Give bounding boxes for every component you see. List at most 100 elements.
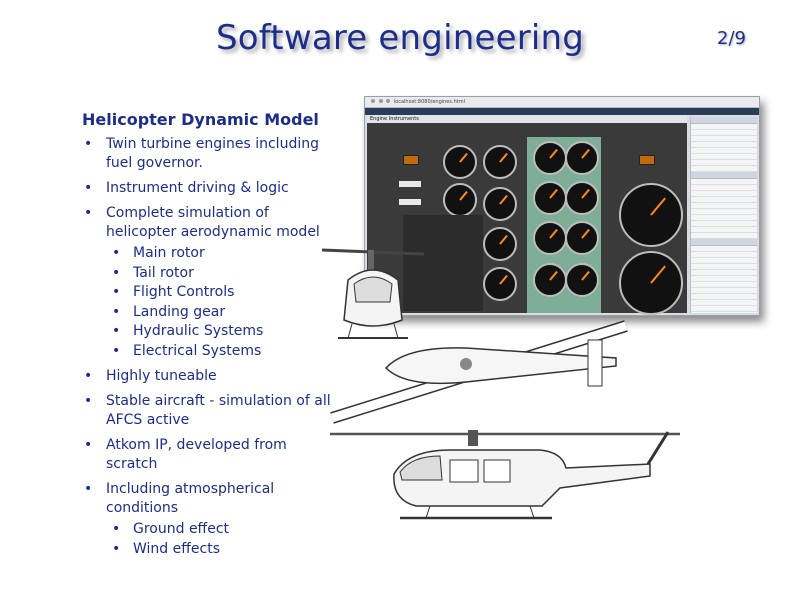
switch-grid (403, 215, 483, 311)
gauge-icon (443, 183, 477, 217)
bullet-text: Twin turbine engines including fuel gove… (106, 136, 319, 171)
sub-bullet-item: Main rotor (106, 244, 342, 264)
bullet-item: Instrument driving & logic (82, 179, 342, 198)
section-subtitle: Helicopter Dynamic Model (82, 110, 319, 129)
gauge-icon (483, 145, 517, 179)
bullet-text: Stable aircraft - simulation of all AFCS… (106, 393, 331, 428)
sidebar-row (691, 270, 757, 276)
instrument-app-screenshot: localhost:8080/engines.html Engine Instr… (364, 96, 760, 316)
sidebar-row (691, 215, 757, 221)
sidebar-row (691, 258, 757, 264)
bullet-item: Complete simulation of helicopter aerody… (82, 204, 342, 361)
sidebar-row (691, 124, 757, 130)
sidebar-row (691, 172, 757, 179)
bullet-text: Including atmospherical conditions (106, 481, 275, 516)
slide-title: Software engineering (215, 18, 585, 58)
engine-gauge-strip (527, 137, 601, 313)
bullet-text: Instrument driving & logic (106, 180, 289, 196)
bullet-text: Highly tuneable (106, 368, 217, 384)
tail-fin (587, 339, 603, 387)
sidebar-row (691, 294, 757, 300)
gauge-icon (443, 145, 477, 179)
helicopter-side-view-drawing (330, 430, 680, 520)
gauge-icon (533, 221, 567, 255)
sidebar-row (691, 197, 757, 203)
sidebar-row (691, 209, 757, 215)
gauge-icon (565, 181, 599, 215)
sub-bullet-item: Hydraulic Systems (106, 322, 342, 342)
gauge-icon (483, 187, 517, 221)
cockpit-window (399, 455, 443, 481)
warning-light (403, 155, 419, 165)
sub-bullet-item: Landing gear (106, 303, 342, 323)
bullet-text: Atkom IP, developed from scratch (106, 437, 287, 472)
bullet-item: Stable aircraft - simulation of all AFCS… (82, 392, 342, 430)
cabin-door (449, 459, 479, 483)
sidebar-row (691, 227, 757, 233)
gauge-icon (483, 267, 517, 301)
sidebar-row (691, 288, 757, 294)
sidebar-row (691, 252, 757, 258)
sidebar-row (691, 203, 757, 209)
sidebar-row (691, 117, 757, 124)
sidebar-row (691, 282, 757, 288)
rotor-hub (460, 358, 472, 370)
sidebar-row (691, 276, 757, 282)
helicopter-top-view-drawing (330, 320, 628, 424)
sidebar-row (691, 239, 757, 246)
sidebar-row (691, 166, 757, 172)
indicator-bar (399, 181, 421, 187)
gauge-icon (533, 141, 567, 175)
sidebar-row (691, 154, 757, 160)
sidebar-row (691, 221, 757, 227)
sidebar-row (691, 130, 757, 136)
browser-dot-icon (386, 99, 391, 103)
gauge-icon (565, 141, 599, 175)
skid-strut (529, 505, 535, 519)
page-number: 2/9 (717, 28, 746, 49)
browser-dot-icon (378, 99, 383, 103)
sidebar-row (691, 142, 757, 148)
sub-bullet-item: Electrical Systems (106, 342, 342, 362)
sidebar-row (691, 185, 757, 191)
sub-bullet-item: Ground effect (106, 520, 342, 540)
tail-rotor (646, 431, 670, 465)
sub-bullet-item: Wind effects (106, 540, 342, 560)
sidebar-row (691, 191, 757, 197)
windshield (353, 276, 393, 303)
cabin-window (483, 459, 511, 483)
sidebar-row (691, 160, 757, 166)
sidebar-row (691, 264, 757, 270)
skid-strut (425, 505, 431, 519)
parameters-sidebar (690, 117, 757, 313)
sidebar-row (691, 300, 757, 306)
gauge-icon (483, 227, 517, 261)
bullet-item: Twin turbine engines including fuel gove… (82, 135, 342, 173)
sidebar-row (691, 148, 757, 154)
app-nav-bar (365, 108, 759, 115)
sub-bullet-item: Flight Controls (106, 283, 342, 303)
rotor-mast (468, 430, 478, 446)
rotor-mast (368, 250, 374, 270)
attitude-gauge-icon (619, 183, 683, 247)
browser-chrome: localhost:8080/engines.html (365, 97, 759, 108)
sub-bullet-list: Ground effectWind effects (106, 520, 342, 559)
skid-strut (393, 323, 399, 339)
helicopter-front-view-drawing (321, 248, 425, 339)
bullet-text: Complete simulation of helicopter aerody… (106, 205, 320, 240)
bullet-list: Twin turbine engines including fuel gove… (82, 135, 342, 565)
sidebar-row (691, 306, 757, 312)
torque-gauge-icon (619, 251, 683, 315)
sidebar-row (691, 136, 757, 142)
sidebar-row (691, 233, 757, 239)
sub-bullet-list: Main rotorTail rotorFlight ControlsLandi… (106, 244, 342, 361)
gauge-icon (533, 263, 567, 297)
browser-dot-icon (371, 99, 375, 103)
bullet-item: Atkom IP, developed from scratch (82, 436, 342, 474)
bullet-item: Highly tuneable (82, 367, 342, 386)
sidebar-row (691, 246, 757, 252)
panel-title: Engine Instruments (367, 115, 687, 123)
fuselage (384, 347, 617, 385)
bullet-item: Including atmospherical conditionsGround… (82, 480, 342, 559)
